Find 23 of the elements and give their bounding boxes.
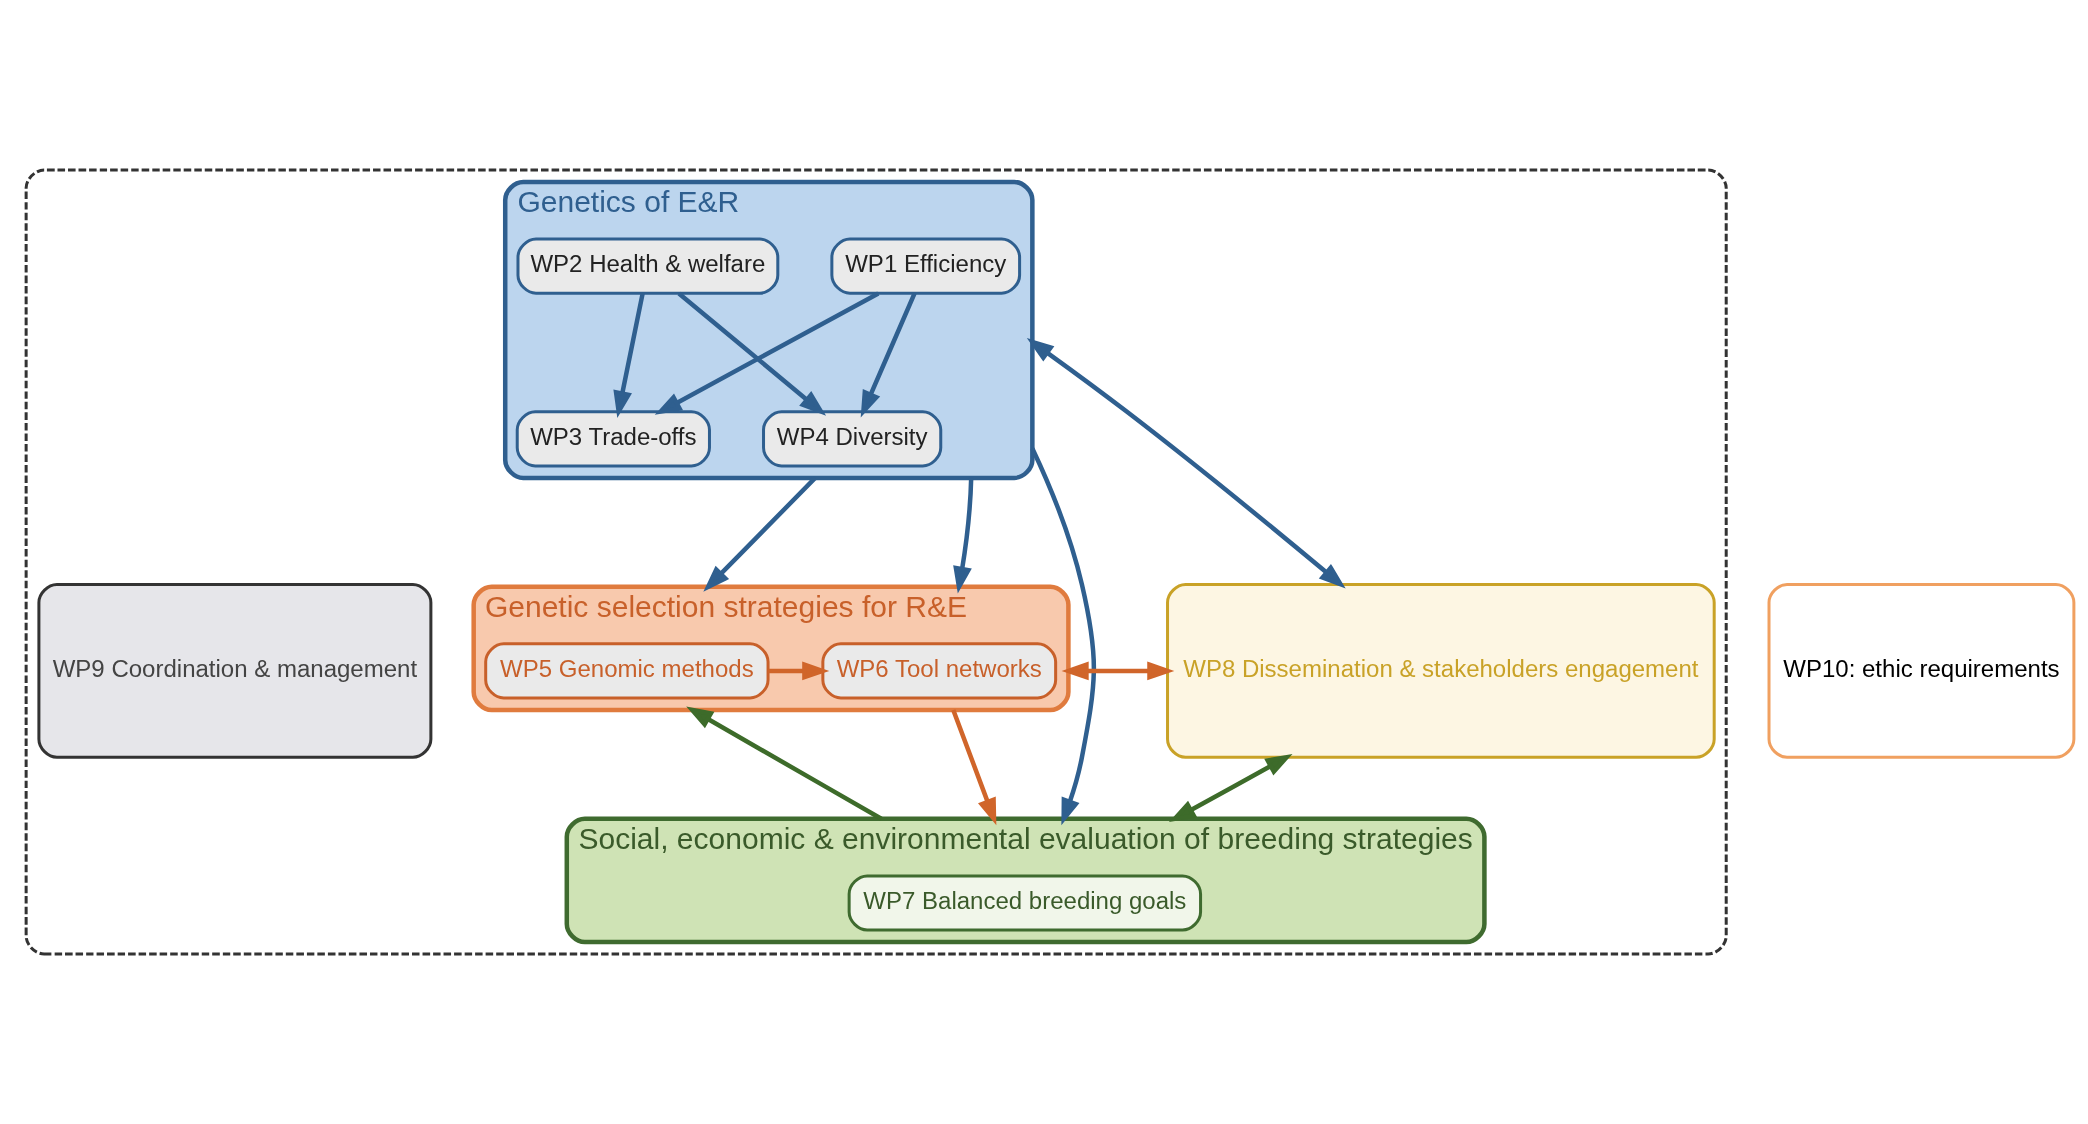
arrow — [951, 709, 997, 826]
arrow — [654, 291, 880, 415]
node-box: WP6 Tool networks — [821, 642, 1058, 700]
node-box: WP9 Coordination & management — [37, 583, 433, 759]
node-box: WP4 Diversity — [762, 410, 943, 468]
arrow — [860, 292, 917, 418]
node-box: WP1 Efficiency — [830, 237, 1022, 295]
node-box: WP7 Balanced breeding goals — [847, 874, 1203, 932]
node-box: WP2 Health & welfare — [516, 237, 780, 295]
node-box: WP8 Dissemination & stakeholders engagement — [1166, 583, 1716, 759]
arrow — [1030, 447, 1097, 826]
node-box: WP10: ethic requirements — [1767, 583, 2076, 759]
arrow — [613, 292, 645, 419]
arrow — [1061, 661, 1175, 681]
arrow — [953, 477, 974, 594]
node-box: WP5 Genomic methods — [484, 642, 770, 700]
arrow — [686, 706, 883, 821]
cluster — [24, 168, 1728, 956]
arrow — [1168, 754, 1293, 823]
node-box: WP3 Trade-offs — [515, 410, 711, 468]
arrow — [677, 291, 827, 416]
arrow — [768, 661, 830, 681]
arrow — [1026, 338, 1346, 589]
